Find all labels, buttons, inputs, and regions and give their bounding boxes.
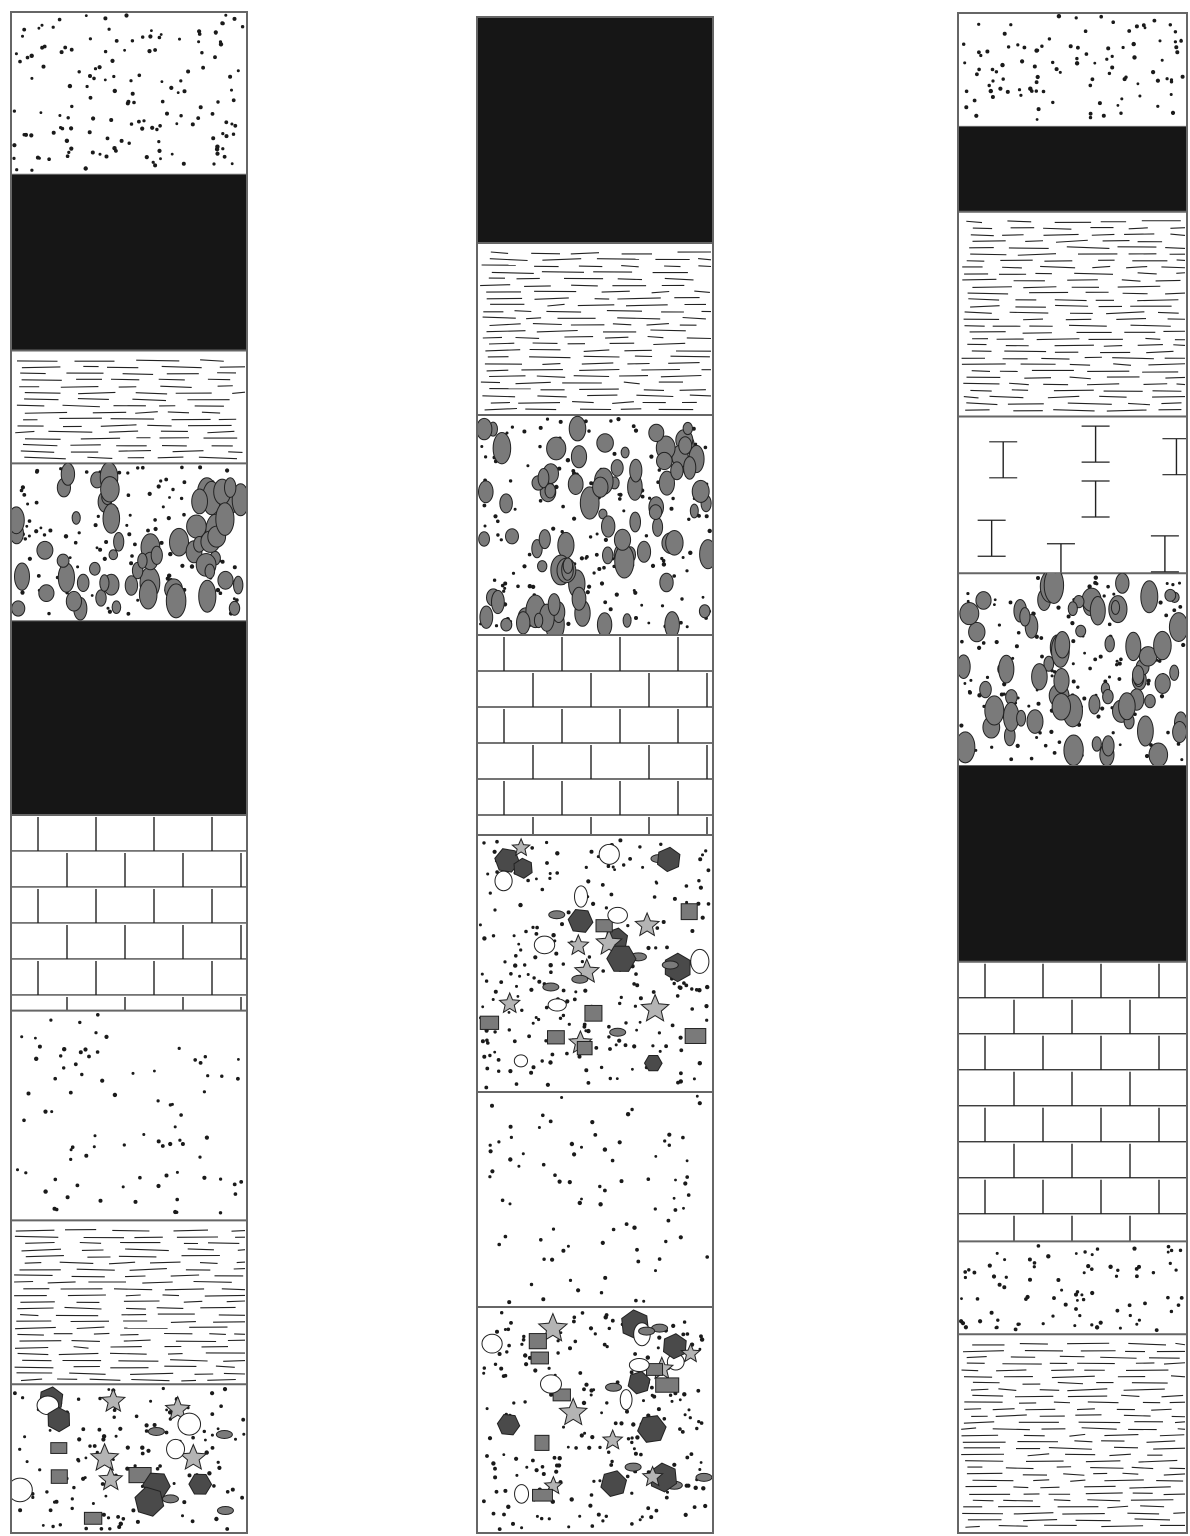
layer-shale (476, 252, 714, 415)
layer-pebbly-sandstone (957, 567, 1188, 767)
layer-pebbly-sandstone (476, 416, 714, 641)
layer-coal (10, 621, 248, 815)
layer-dolomite (957, 426, 1188, 580)
layer-sandstone (957, 14, 1188, 127)
layer-conglomerate (476, 1310, 714, 1534)
column-right-graphic (957, 12, 1188, 1534)
column-middle (476, 16, 714, 1534)
layer-shale (957, 1343, 1188, 1534)
layer-limestone (10, 817, 248, 1011)
layer-conglomerate (10, 1387, 248, 1534)
layer-conglomerate (476, 838, 714, 1092)
layer-sandstone (957, 1244, 1188, 1334)
column-right (957, 12, 1188, 1534)
column-left (10, 11, 248, 1534)
layer-pebbly-sandstone (10, 462, 248, 621)
layer-siltstone (10, 1013, 248, 1220)
column-middle-border (477, 17, 713, 1533)
layer-coal (476, 16, 714, 243)
layer-limestone (476, 637, 714, 835)
layer-siltstone (476, 1095, 714, 1307)
layer-coal (10, 175, 248, 351)
column-middle-graphic (476, 16, 714, 1534)
layer-shale (957, 221, 1188, 417)
layer-coal (957, 766, 1188, 962)
layer-limestone (957, 964, 1188, 1242)
layer-shale (10, 1230, 248, 1385)
layer-sandstone (10, 13, 248, 174)
layer-coal (957, 127, 1188, 212)
layer-shale (10, 360, 248, 464)
column-left-graphic (10, 11, 248, 1534)
